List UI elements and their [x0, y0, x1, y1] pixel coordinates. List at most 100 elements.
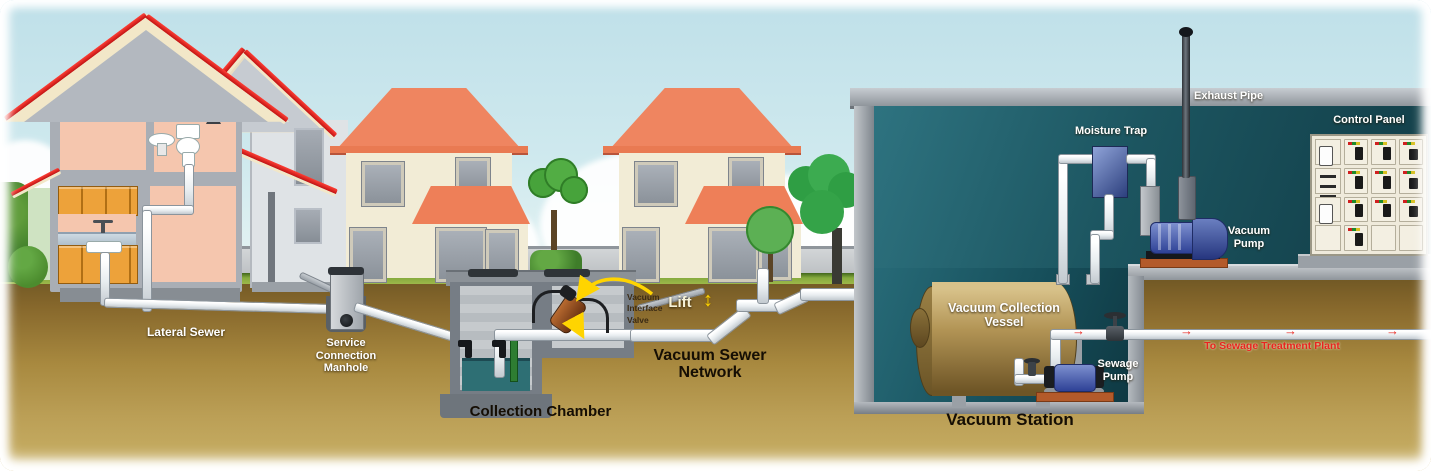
exhaust-pipe: [1182, 34, 1190, 178]
vacuum-pipe: [1090, 234, 1100, 284]
moisture-trap: [1092, 146, 1128, 198]
valve-hose: [532, 290, 569, 323]
house-3-awning: [412, 186, 530, 224]
branch-pipe: [757, 268, 769, 304]
house-4-roof: [609, 88, 795, 150]
flow-arrow-icon: →: [1386, 323, 1399, 338]
station-left-wall: [854, 106, 874, 412]
big-tree-trunk: [832, 228, 842, 284]
gate-valve-body: [1106, 326, 1124, 341]
label-vacuum-pump: Vacuum Pump: [1227, 225, 1271, 250]
label-collection-chamber: Collection Chamber: [469, 403, 612, 420]
control-panel-module: [1315, 196, 1341, 224]
vacuum-pipe: [1058, 158, 1068, 284]
control-panel-module: [1371, 167, 1396, 194]
sewage-inlet-elbow: [499, 344, 506, 358]
house-2-window: [294, 208, 322, 244]
sewage-inlet-elbow: [458, 340, 472, 347]
tree-foliage: [560, 176, 588, 204]
exhaust-muffler: [1178, 176, 1196, 220]
kitchen-faucet-bar: [93, 220, 113, 223]
suction-elbow: [1014, 358, 1024, 386]
control-panel-module: [1344, 139, 1369, 165]
control-panel-left-column: [1315, 139, 1341, 251]
control-panel-cabinet: [1310, 134, 1428, 256]
small-valve-wheel: [1024, 358, 1040, 364]
control-panel-module: [1398, 196, 1423, 223]
chamber-base: [440, 394, 552, 418]
tree-trunk: [551, 210, 557, 272]
vacuum-pump-rings: [1158, 224, 1188, 250]
vacuum-pump-frame: [1146, 251, 1220, 259]
label-vacuum-sewer-network: Vacuum Sewer Network: [653, 347, 767, 381]
grass-strip: [0, 273, 858, 284]
drain-pipe: [142, 210, 152, 312]
chamber-lid: [544, 269, 590, 277]
vacuum-pump-body: [1150, 222, 1198, 254]
sewage-inlet-elbow: [492, 340, 506, 347]
manhole-lid: [328, 267, 364, 275]
vacuum-pump-head: [1192, 218, 1228, 260]
station-floor-ledge: [1128, 264, 1431, 280]
flow-arrow-icon: →: [1180, 323, 1193, 338]
control-panel-module: [1315, 139, 1341, 166]
chamber-lid: [468, 269, 518, 277]
vessel-nozzle: [910, 308, 930, 348]
big-tree-foliage: [800, 190, 844, 234]
label-to-sewage-treatment-plant: To Sewage Treatment Plant: [1204, 340, 1340, 352]
label-service-connection-manhole: Service Connection Manhole: [315, 337, 377, 375]
control-panel-module: [1371, 139, 1396, 165]
control-panel-module: [1344, 167, 1369, 194]
label-control-panel: Control Panel: [1333, 114, 1405, 126]
small-tree-foliage: [746, 206, 794, 254]
station-pit-floor: [854, 402, 1144, 414]
control-panel-module: [1371, 225, 1396, 251]
label-lift: Lift: [668, 294, 692, 311]
control-panel-module: [1398, 139, 1423, 165]
discharge-pipe: [1050, 329, 1431, 340]
label-vacuum-interface-valve: Vacuum Interface Valve: [627, 292, 663, 325]
small-valve-body: [1028, 362, 1036, 376]
control-panel-module: [1344, 196, 1369, 223]
control-panel-module: [1315, 225, 1341, 251]
house-3: [330, 88, 536, 282]
label-moisture-trap: Moisture Trap: [1074, 125, 1148, 137]
bath-sink-pedestal: [157, 143, 167, 156]
small-tree-trunk: [768, 244, 773, 282]
label-vacuum-station: Vacuum Station: [946, 410, 1074, 429]
bush: [8, 246, 48, 288]
sewage-inlet-elbow: [465, 344, 472, 358]
control-panel-module: [1315, 167, 1341, 209]
flow-arrow-icon: →: [1072, 323, 1085, 338]
gate-valve-wheel: [1104, 312, 1126, 319]
exhaust-cap: [1179, 27, 1193, 37]
sewage-pump-pad: [1036, 392, 1114, 402]
manhole-port: [340, 314, 353, 327]
lift-arrow-icon: ↕: [703, 289, 713, 311]
label-vacuum-collection-vessel: Vacuum Collection Vessel: [948, 301, 1060, 330]
kitchen-upper-cabinets: [58, 186, 138, 216]
label-sewage-pump: Sewage Pump: [1097, 358, 1139, 383]
sewage-pump-body: [1054, 364, 1096, 392]
control-panel-grid: [1344, 139, 1423, 251]
flow-arrow-icon: →: [1284, 323, 1297, 338]
station-pit-right-wall: [1128, 276, 1144, 406]
porch-pillar: [268, 192, 275, 288]
kitchen-wall: [58, 214, 136, 232]
control-panel-module: [1398, 167, 1423, 194]
valve-pointer-arrow: [561, 274, 654, 340]
porch-floor: [252, 282, 344, 292]
control-panel-plinth: [1298, 254, 1431, 268]
control-panel-module: [1371, 196, 1396, 223]
kitchen-faucet: [101, 221, 105, 233]
gate-valve-stem: [1113, 316, 1117, 330]
control-panel-module: [1398, 225, 1423, 251]
house-4-window: [635, 162, 677, 206]
label-lateral-sewer: Lateral Sewer: [146, 325, 226, 339]
vacuum-main-pipe: [630, 329, 718, 342]
control-panel-module: [1344, 225, 1369, 251]
label-exhaust-pipe: Exhaust Pipe: [1194, 90, 1264, 102]
sewage-pump-end: [1044, 366, 1056, 388]
house-3-window: [362, 162, 404, 206]
